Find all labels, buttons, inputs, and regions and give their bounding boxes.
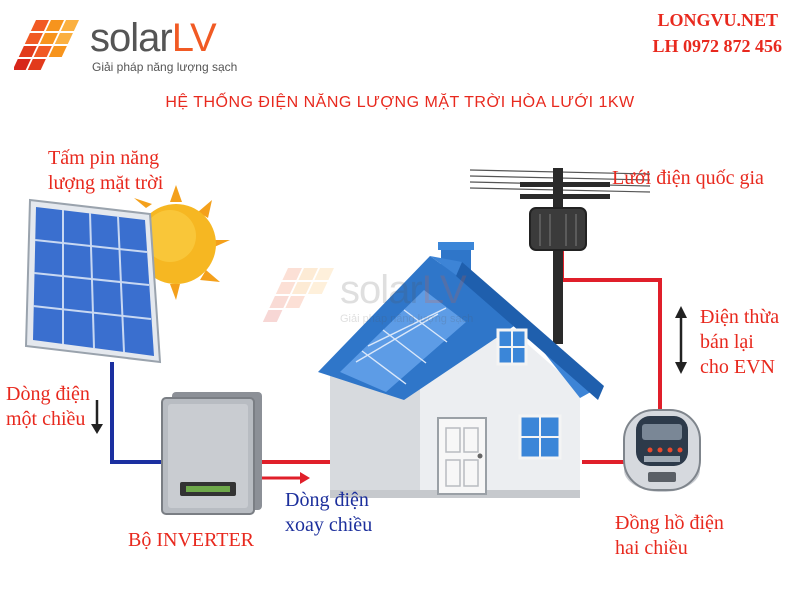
label-excess-line2: bán lại xyxy=(700,331,754,353)
label-solar-panel-line2: lượng mặt trời xyxy=(48,172,164,194)
label-excess-power: Điện thừa bán lại cho EVN xyxy=(700,305,779,380)
label-solar-panel-line1: Tấm pin năng xyxy=(48,147,160,169)
label-two-way-meter: Đồng hồ điện hai chiều xyxy=(615,511,724,561)
two-way-meter-icon xyxy=(623,409,701,492)
label-excess-line3: cho EVN xyxy=(700,356,775,378)
contact-phone: LH 0972 872 456 xyxy=(652,36,782,56)
watermark-logo-icon xyxy=(262,268,334,322)
label-excess-line1: Điện thừa xyxy=(700,306,780,328)
label-ac-line2: xoay chiều xyxy=(285,514,373,536)
brand-name: solarLV xyxy=(90,16,217,61)
inverter-icon xyxy=(161,392,262,515)
label-ac-current: Dòng điện xoay chiều xyxy=(285,488,372,538)
watermark-text: solarLV Giải pháp năng lượng sạch xyxy=(340,268,473,325)
dc-wire xyxy=(110,362,162,464)
brand-logo: solarLV Giải pháp năng lượng sạch xyxy=(14,14,254,78)
ac-arrow-icon xyxy=(258,472,310,484)
label-ac-line1: Dòng điện xyxy=(285,489,369,511)
brand-name-lv: LV xyxy=(171,16,217,60)
brand-name-solar: solar xyxy=(90,16,173,60)
label-grid: Lưới điện quốc gia xyxy=(612,167,764,189)
watermark-name-solar: solar xyxy=(340,268,423,312)
label-dc-current: Dòng điện một chiều xyxy=(6,382,90,432)
label-dc-line2: một chiều xyxy=(6,408,86,430)
watermark-tagline: Giải pháp năng lượng sạch xyxy=(340,313,474,325)
solar-panel-logo-icon xyxy=(14,20,79,70)
house-icon xyxy=(318,242,604,498)
label-meter-line1: Đồng hồ điện xyxy=(615,512,724,534)
watermark-name-lv: LV xyxy=(421,268,467,312)
brand-tagline: Giải pháp năng lượng sạch xyxy=(92,60,238,74)
solar-panel-icon xyxy=(24,198,162,364)
bidirectional-arrow-icon xyxy=(675,306,687,374)
label-solar-panel: Tấm pin năng lượng mặt trời xyxy=(48,146,163,196)
diagram-title: HỆ THỐNG ĐIỆN NĂNG LƯỢNG MẶT TRỜI HÒA LƯ… xyxy=(165,94,635,111)
label-meter-line2: hai chiều xyxy=(615,537,688,559)
sun-icon xyxy=(134,185,230,300)
utility-pole-icon xyxy=(469,168,651,344)
label-inverter: Bộ INVERTER xyxy=(128,529,255,551)
label-dc-line1: Dòng điện xyxy=(6,383,90,405)
contact-website: LONGVU.NET xyxy=(657,10,778,30)
dc-arrow-down-icon xyxy=(91,400,103,434)
